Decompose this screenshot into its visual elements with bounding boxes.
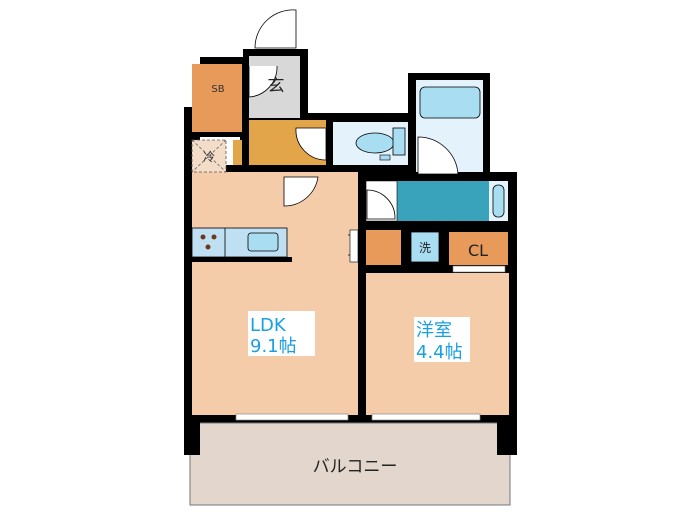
ldk-floor bbox=[192, 172, 358, 415]
ldk-size: 9.1帖 bbox=[250, 336, 297, 357]
stove-icon bbox=[200, 234, 217, 250]
toilet-door[interactable] bbox=[295, 127, 327, 161]
bath-door[interactable] bbox=[417, 136, 459, 175]
ldk-window bbox=[235, 413, 349, 421]
western-room-size: 4.4帖 bbox=[416, 342, 463, 363]
balcony-floor bbox=[189, 422, 511, 506]
room-window bbox=[371, 413, 481, 421]
closet-label: CL bbox=[468, 241, 488, 260]
sink-icon bbox=[492, 184, 505, 218]
shoe-box bbox=[192, 64, 242, 132]
balcony-label: バルコニー bbox=[313, 457, 398, 477]
ldk-door[interactable] bbox=[283, 176, 319, 207]
bathtub-icon bbox=[419, 86, 481, 119]
ldk-label: LDK bbox=[250, 315, 287, 336]
washroom-door[interactable] bbox=[366, 189, 396, 220]
entrance-label: 玄 bbox=[268, 76, 285, 96]
toilet-icon bbox=[355, 132, 395, 154]
washer-space bbox=[410, 231, 440, 263]
western-room-label: 洋室 bbox=[416, 320, 452, 341]
kitchen-sink-icon bbox=[247, 232, 279, 252]
fridge-label: 冷 bbox=[203, 150, 215, 164]
storage-closet bbox=[366, 230, 401, 265]
closet bbox=[449, 232, 508, 265]
entrance-door[interactable] bbox=[254, 9, 297, 49]
washer-label: 洗 bbox=[419, 241, 431, 255]
shoe-box-label: SB bbox=[211, 84, 224, 95]
